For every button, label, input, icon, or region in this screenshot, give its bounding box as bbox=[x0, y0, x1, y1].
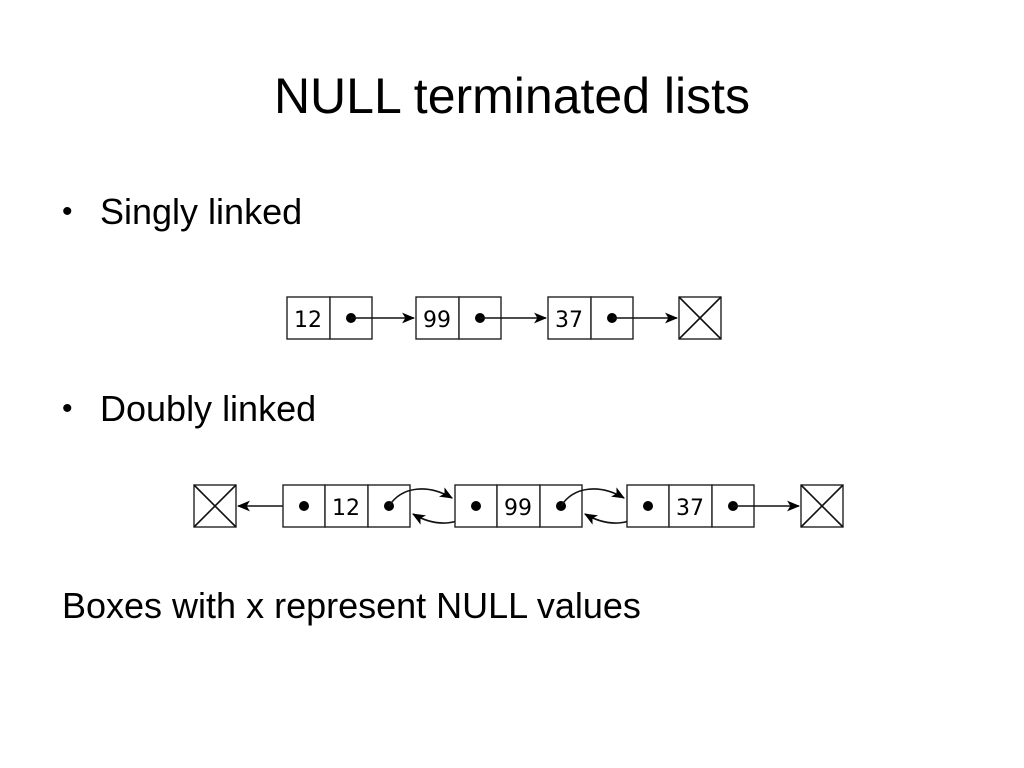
node-value: 12 bbox=[332, 496, 360, 521]
doubly-linked-diagram: 12 99 37 bbox=[193, 484, 844, 528]
node-value: 37 bbox=[555, 308, 583, 333]
node-value: 99 bbox=[504, 496, 532, 521]
value-cell bbox=[286, 296, 331, 340]
null-box-icon bbox=[193, 484, 237, 528]
null-note: Boxes with x represent NULL values bbox=[62, 585, 641, 626]
bullet-text: Doubly linked bbox=[100, 388, 317, 429]
node-value: 99 bbox=[423, 308, 451, 333]
next-arrow bbox=[560, 487, 625, 507]
prev-pointer-dot bbox=[471, 501, 481, 511]
slide-title: NULL terminated lists bbox=[273, 68, 751, 124]
singly-linked-diagram: 12 99 37 bbox=[286, 296, 722, 340]
bullet-doubly: • Doubly linked bbox=[62, 387, 316, 431]
bullet-dot: • bbox=[62, 392, 73, 425]
doubly-node: 37 bbox=[626, 484, 755, 528]
doubly-node: 99 bbox=[454, 484, 583, 528]
bullet-text: Singly linked bbox=[100, 191, 303, 232]
bullet-singly: • Singly linked bbox=[62, 190, 302, 234]
bullet-dot: • bbox=[62, 195, 73, 228]
null-box-icon bbox=[800, 484, 844, 528]
node-value: 12 bbox=[294, 308, 322, 333]
doubly-node: 12 bbox=[282, 484, 411, 528]
next-arrow bbox=[388, 487, 453, 507]
value-cell bbox=[496, 484, 541, 528]
prev-pointer-dot bbox=[643, 501, 653, 511]
value-cell bbox=[668, 484, 713, 528]
null-box-icon bbox=[678, 296, 722, 340]
node-value: 37 bbox=[676, 496, 704, 521]
prev-pointer-dot bbox=[299, 501, 309, 511]
